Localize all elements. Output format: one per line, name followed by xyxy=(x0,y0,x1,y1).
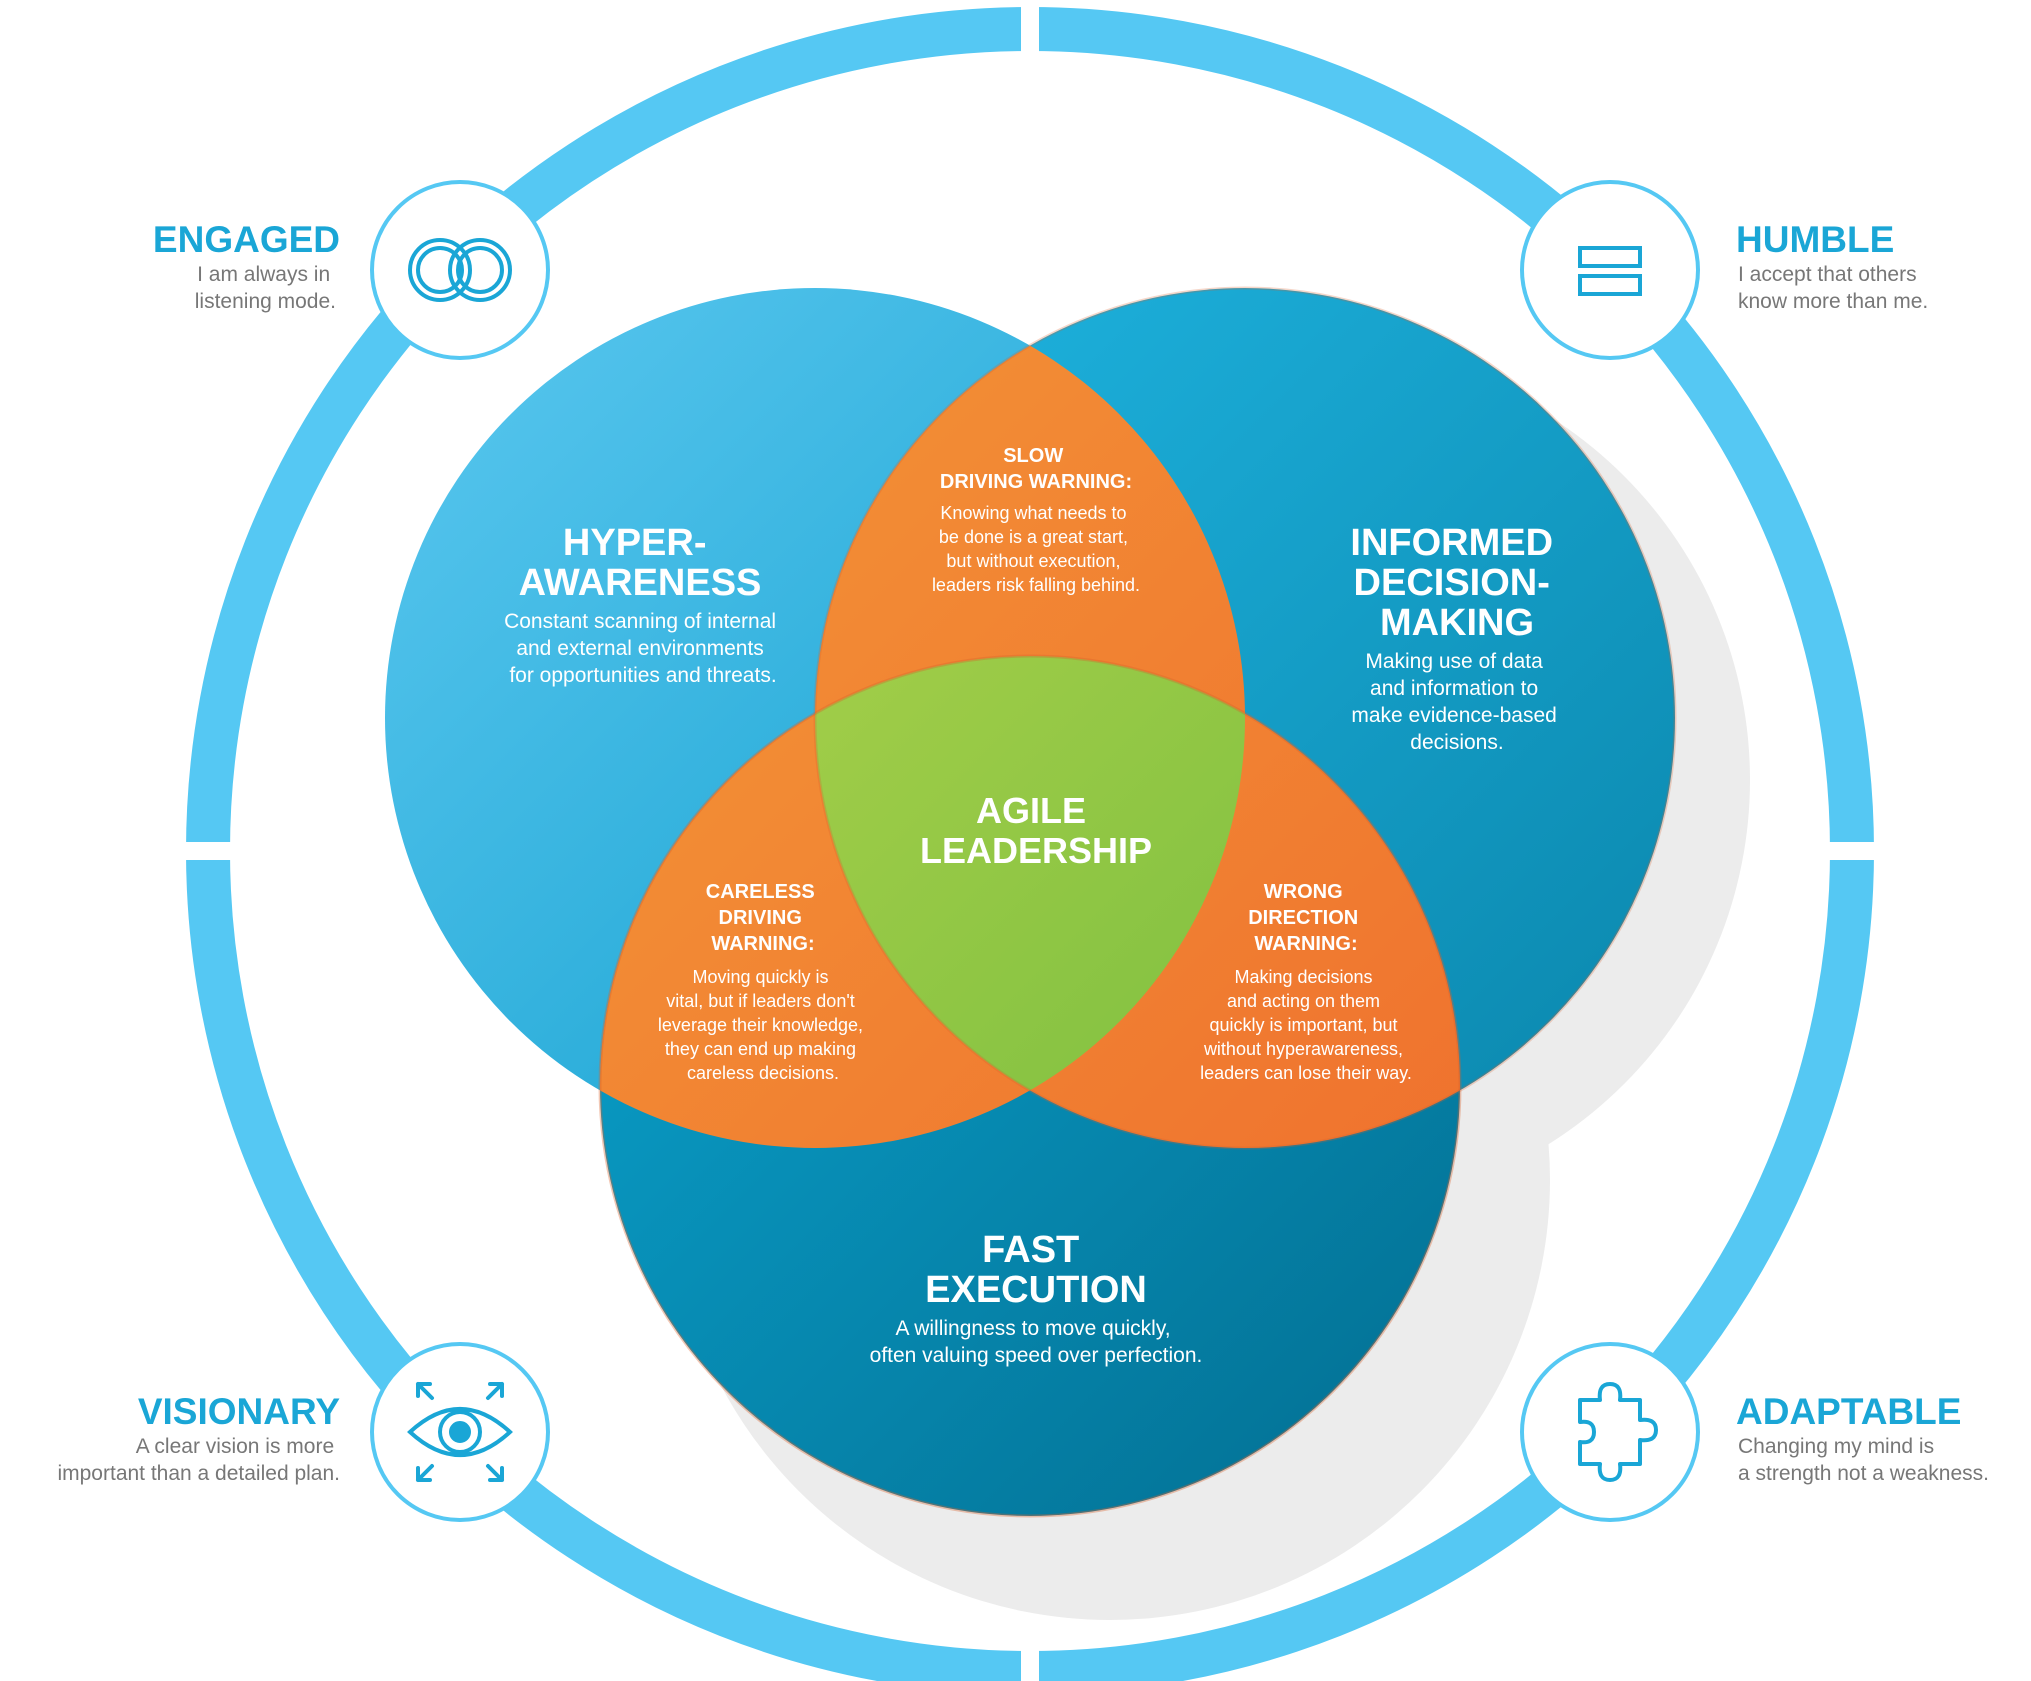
slow-desc-line3: but without execution, xyxy=(946,551,1120,571)
wrong-title-line3: WARNING: xyxy=(1254,933,1357,955)
visionary-title: VISIONARY xyxy=(138,1391,340,1432)
hyper-title-line2: AWARENESS xyxy=(519,562,762,604)
visionary-badge xyxy=(370,1342,550,1522)
eye-icon xyxy=(407,1382,513,1482)
adaptable-desc-line1: Changing my mind is xyxy=(1738,1435,1934,1458)
careless-desc-line1: Moving quickly is xyxy=(692,967,828,987)
informed-desc-line4: decisions. xyxy=(1410,731,1503,754)
svg-text:WRONG DIRECTION WARNIN: WRONG DIRECTION WARNING: xyxy=(1248,881,1364,955)
engaged-title: ENGAGED xyxy=(153,219,340,260)
equals-bars-icon xyxy=(1578,246,1642,296)
hyper-desc-line1: Constant scanning of internal xyxy=(504,610,776,633)
wrong-desc-line2: and acting on them xyxy=(1227,991,1380,1011)
wrong-desc-line1: Making decisions xyxy=(1234,967,1372,987)
svg-text:I am always in listening m: I am always in listening mode. xyxy=(195,263,336,313)
hyper-desc-line3: for opportunities and threats. xyxy=(509,664,776,687)
engaged-desc-line1: I am always in xyxy=(197,263,330,286)
informed-desc-line1: Making use of data xyxy=(1365,650,1543,673)
adaptable-desc-line2: a strength not a weakness. xyxy=(1738,1462,1989,1485)
interlocking-rings-icon xyxy=(408,238,512,302)
careless-desc-line3: leverage their knowledge, xyxy=(658,1015,863,1035)
svg-text:Making use of data and inf: Making use of data and information to ma… xyxy=(1351,650,1562,754)
humble-desc-line2: know more than me. xyxy=(1738,290,1928,313)
wrong-desc-line3: quickly is important, but xyxy=(1209,1015,1397,1035)
adaptable-title: ADAPTABLE xyxy=(1736,1391,1961,1432)
engaged-desc-line2: listening mode. xyxy=(195,290,336,313)
visionary-desc-line2: important than a detailed plan. xyxy=(57,1462,340,1485)
careless-title-line3: WARNING: xyxy=(711,933,814,955)
informed-title-line2: DECISION- xyxy=(1354,562,1550,604)
careless-desc-line5: careless decisions. xyxy=(687,1063,839,1083)
humble-title: HUMBLE xyxy=(1736,219,1894,260)
careless-desc-line2: vital, but if leaders don't xyxy=(666,991,855,1011)
svg-text:Knowing what needs to be d: Knowing what needs to be done is a great… xyxy=(932,503,1140,595)
slow-title-line2: DRIVING WARNING: xyxy=(940,471,1132,493)
careless-title-line1: CARELESS xyxy=(706,881,815,903)
agile-leadership-region xyxy=(815,656,1245,1148)
svg-text:AGILE LEADERSHIP: AGILE LEADERSHIP xyxy=(920,790,1152,871)
wrong-title-line1: WRONG xyxy=(1264,881,1343,903)
slow-title-line1: SLOW xyxy=(1003,445,1063,467)
wrong-desc-line5: leaders can lose their way. xyxy=(1200,1063,1412,1083)
svg-text:HYPER- AWARENESS: HYPER- AWARENESS xyxy=(519,522,762,604)
center-line2: LEADERSHIP xyxy=(920,830,1152,871)
wrong-desc-line4: without hyperawareness, xyxy=(1203,1039,1403,1059)
svg-text:A clear vision is more imp: A clear vision is more important than a … xyxy=(57,1435,340,1485)
visionary-desc-line1: A clear vision is more xyxy=(136,1435,334,1458)
svg-text:Making decisions and actin: Making decisions and acting on them quic… xyxy=(1200,967,1412,1083)
humble-badge xyxy=(1520,180,1700,360)
fast-title-line1: FAST xyxy=(982,1229,1079,1271)
svg-text:CARELESS DRIVING WARNI: CARELESS DRIVING WARNING: xyxy=(706,881,820,955)
svg-text:Changing my mind is a stre: Changing my mind is a strength not a wea… xyxy=(1738,1435,1989,1485)
svg-text:INFORMED DECISION- MAK: INFORMED DECISION- MAKING xyxy=(1350,522,1563,644)
wrong-title-line2: DIRECTION xyxy=(1248,907,1358,929)
slow-desc-line1: Knowing what needs to xyxy=(940,503,1126,523)
fast-title-line2: EXECUTION xyxy=(925,1269,1147,1311)
informed-title-line1: INFORMED xyxy=(1350,522,1553,564)
svg-text:Constant scanning of internal: Constant scanning of internal and extern… xyxy=(504,610,782,687)
hyper-desc-line2: and external environments xyxy=(516,637,763,660)
engaged-badge xyxy=(370,180,550,360)
slow-desc-line2: be done is a great start, xyxy=(939,527,1128,547)
informed-title-line3: MAKING xyxy=(1380,602,1534,644)
svg-text:FAST EXECUTION: FAST EXECUTION xyxy=(925,1229,1147,1311)
puzzle-piece-icon xyxy=(1578,1382,1658,1482)
fast-desc-line2: often valuing speed over perfection. xyxy=(870,1344,1203,1367)
adaptable-badge xyxy=(1520,1342,1700,1522)
svg-text:Moving quickly is vital, b: Moving quickly is vital, but if leaders … xyxy=(658,967,868,1083)
careless-desc-line4: they can end up making xyxy=(665,1039,856,1059)
careless-title-line2: DRIVING xyxy=(719,907,802,929)
svg-text:SLOW DRIVING WARNING:: SLOW DRIVING WARNING: xyxy=(940,445,1132,493)
informed-desc-line3: make evidence-based xyxy=(1351,704,1556,727)
outer-ring xyxy=(180,0,1880,1681)
humble-desc-line1: I accept that others xyxy=(1738,263,1917,286)
hyper-title-line1: HYPER- xyxy=(563,522,707,564)
fast-desc-line1: A willingness to move quickly, xyxy=(896,1317,1171,1340)
slow-desc-line4: leaders risk falling behind. xyxy=(932,575,1140,595)
svg-text:A willingness to move quickly,: A willingness to move quickly, often val… xyxy=(870,1317,1203,1367)
center-line1: AGILE xyxy=(976,790,1086,831)
svg-text:I accept that others know: I accept that others know more than me. xyxy=(1738,263,1928,313)
informed-desc-line2: and information to xyxy=(1370,677,1538,700)
